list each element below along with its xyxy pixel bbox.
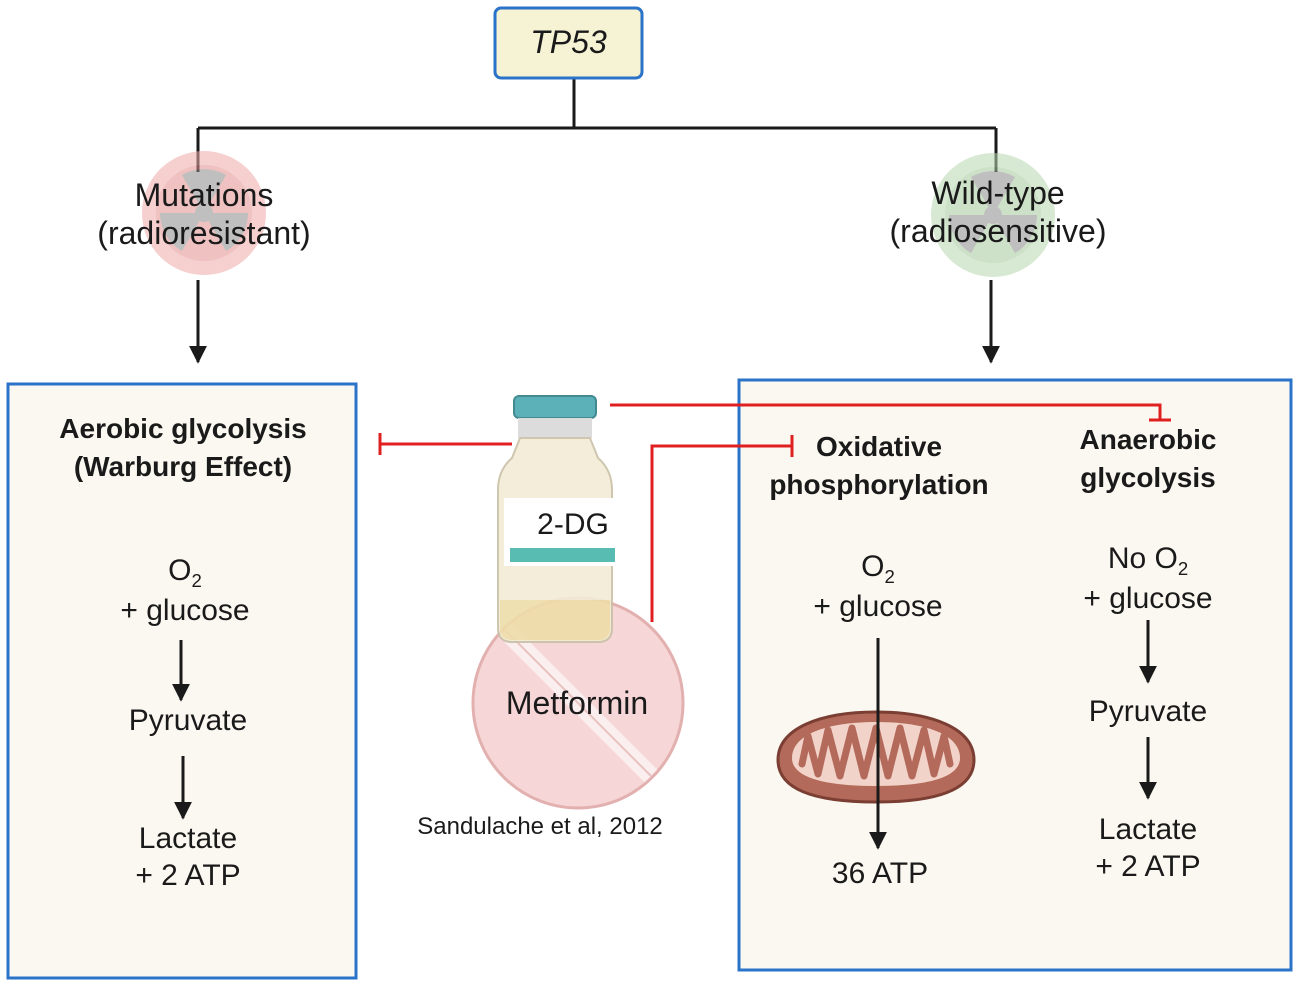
branch-arrows (189, 280, 1000, 364)
oxphos-o2: O2 (861, 550, 895, 587)
citation: Sandulache et al, 2012 (417, 813, 663, 840)
mutant-branch-label: Mutations (radioresistant) (54, 176, 354, 252)
anaerobic-title: Anaerobic glycolysis (1040, 421, 1256, 497)
anaerobic-title-line2: glycolysis (1080, 462, 1216, 493)
tree-connectors (196, 78, 998, 172)
anaerobic-input: No O2 + glucose (1030, 540, 1266, 617)
aerobic-title-line1: Aerobic glycolysis (59, 413, 307, 444)
anaerobic-output: Lactate + 2 ATP (1030, 811, 1266, 885)
anaerobic-glucose: + glucose (1083, 582, 1213, 615)
aerobic-glycolysis-title: Aerobic glycolysis (Warburg Effect) (20, 410, 346, 486)
mitochondrion-icon (776, 710, 976, 804)
inhibition-lines (378, 403, 1171, 622)
left-flow-arrows (172, 640, 192, 820)
vial-label: 2-DG (537, 508, 609, 541)
wildtype-label-line2: (radiosensitive) (889, 213, 1107, 249)
oxphos-title: Oxidative phosphorylation (745, 428, 1013, 504)
pill-label: Metformin (505, 685, 649, 721)
radiation-icon (931, 153, 1055, 277)
anaerobic-atp: + 2 ATP (1095, 850, 1201, 883)
oxphos-title-line2: phosphorylation (769, 469, 989, 500)
anaerobic-pyruvate: Pyruvate (1088, 695, 1208, 728)
oxphos-output: 36 ATP (831, 857, 929, 890)
oxphos-title-line1: Oxidative (815, 431, 943, 462)
oxphos-glucose: + glucose (813, 590, 943, 623)
root-label: TP53 (530, 24, 607, 60)
anaerobic-lactate: Lactate (1098, 813, 1198, 846)
oxphos-input: O2 + glucose (760, 548, 996, 625)
left-box (6, 382, 358, 980)
wildtype-branch-label: Wild-type (radiosensitive) (843, 174, 1153, 250)
wildtype-label-line1: Wild-type (931, 175, 1065, 211)
radiation-icon (142, 151, 266, 275)
right-box (737, 378, 1293, 972)
aerobic-input: O2 + glucose (40, 552, 330, 629)
aerobic-title-line2: (Warburg Effect) (73, 451, 293, 482)
anaerobic-no-o2: No O2 (1107, 542, 1189, 579)
aerobic-o2: O2 (168, 554, 202, 591)
metformin-pill-icon (471, 596, 685, 810)
aerobic-glucose: + glucose (120, 594, 250, 627)
aerobic-lactate: Lactate (138, 822, 238, 855)
aerobic-pyruvate: Pyruvate (128, 704, 248, 737)
mutant-label-line1: Mutations (134, 177, 274, 213)
aerobic-output: Lactate + 2 ATP (40, 820, 336, 894)
mutant-label-line2: (radioresistant) (97, 215, 311, 251)
anaerobic-title-line1: Anaerobic (1079, 424, 1217, 455)
2dg-vial-icon (497, 395, 618, 643)
root-box (493, 6, 644, 80)
aerobic-atp: + 2 ATP (135, 859, 241, 892)
